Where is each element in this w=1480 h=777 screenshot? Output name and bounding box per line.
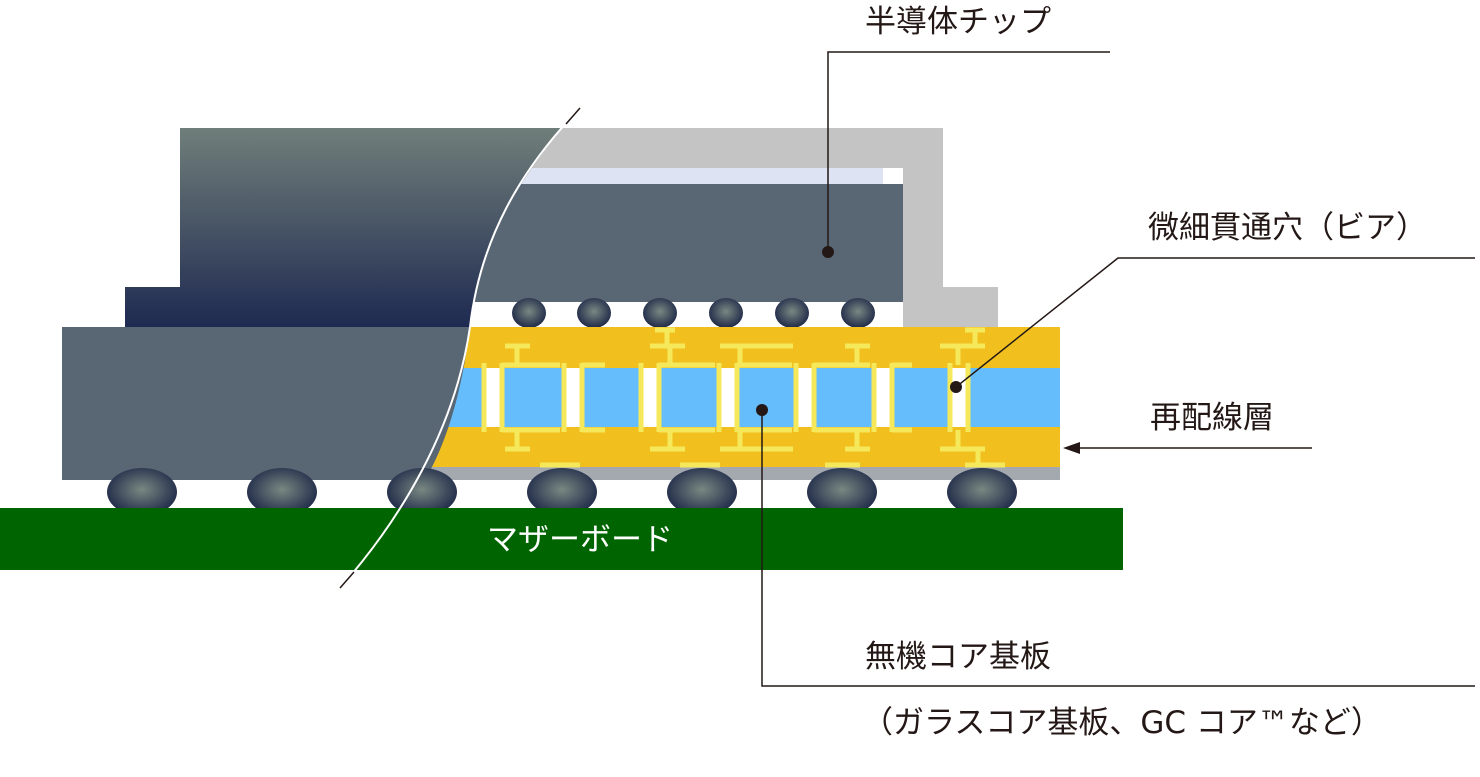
cut-line bbox=[339, 107, 581, 589]
chip-leader-line bbox=[827, 51, 1110, 252]
rdl-label: 再配線層 bbox=[1150, 400, 1274, 436]
motherboard bbox=[0, 508, 1123, 570]
motherboard-label: マザーボード bbox=[487, 522, 673, 558]
semiconductor-chip bbox=[470, 184, 903, 302]
lid bbox=[520, 128, 998, 327]
core-examples-label: （ガラスコア基板、GC コア™など） bbox=[862, 705, 1382, 741]
via-label: 微細貫通穴（ビア） bbox=[1148, 210, 1427, 246]
via-leader-dot bbox=[950, 381, 962, 393]
rdl-arrowhead-icon bbox=[1063, 442, 1080, 454]
solder-balls bbox=[107, 468, 1017, 516]
cutaway-package-top bbox=[125, 128, 562, 327]
vias-and-wiring bbox=[481, 327, 1005, 468]
chip-leader-dot bbox=[822, 246, 834, 258]
underfill-strip bbox=[520, 168, 883, 184]
micro-bumps bbox=[512, 298, 875, 328]
chip-label: 半導体チップ bbox=[865, 4, 1051, 40]
via-leader-line bbox=[955, 257, 1475, 388]
cutaway-substrate bbox=[62, 327, 470, 480]
core-leader-line bbox=[761, 410, 1475, 687]
core-leader-dot bbox=[756, 404, 768, 416]
core-label: 無機コア基板 bbox=[865, 639, 1051, 675]
